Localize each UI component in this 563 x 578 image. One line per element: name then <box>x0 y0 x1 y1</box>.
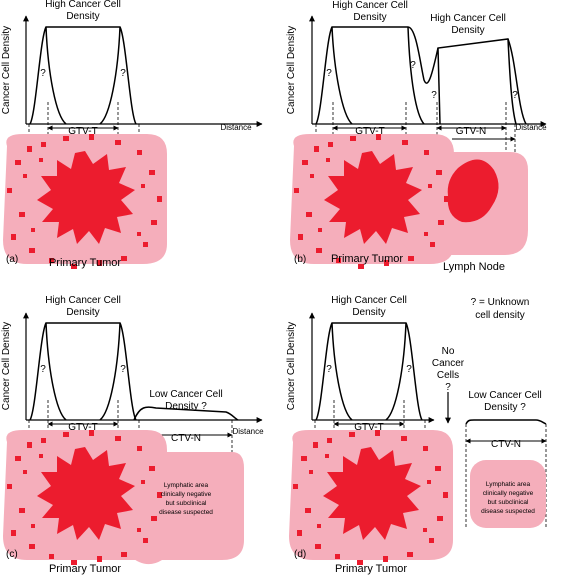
low-density-curve <box>133 406 239 421</box>
distance-label: Distance <box>220 123 252 132</box>
high-density-label: Density <box>451 25 484 36</box>
y-axis-label: Cancer Cell Density <box>286 322 297 410</box>
lymph-node-label: Lymph Node <box>443 261 505 273</box>
panel-letter: (b) <box>294 254 306 265</box>
panel-letter: (a) <box>6 254 18 265</box>
unknown-legend: ? = Unknown <box>471 297 530 308</box>
high-density-label: High Cancer Cell <box>332 0 408 11</box>
high-density-label: Density <box>66 11 99 22</box>
density-curve-outer <box>315 322 423 421</box>
panel-d: Cancer Cell Density??High Cancer CellDen… <box>286 295 547 575</box>
panel-letter: (c) <box>6 549 18 560</box>
primary-tumor-label: Primary Tumor <box>49 563 121 575</box>
density-curve-outer <box>315 26 527 125</box>
unknown-density-mark: ? <box>410 60 416 71</box>
no-cancer-label: No <box>442 346 455 357</box>
high-density-label: Density <box>352 307 385 318</box>
high-density-label: High Cancer Cell <box>45 295 121 306</box>
gtv-t-label: GTV-T <box>354 422 383 433</box>
primary-tumor-label: Primary Tumor <box>49 257 121 269</box>
lymphatic-note: disease suspected <box>481 508 535 515</box>
primary-tumor-label: Primary Tumor <box>335 563 407 575</box>
high-density-label: High Cancer Cell <box>430 13 506 24</box>
panel-a: Cancer Cell Density?? High Cancer CellDen… <box>1 0 263 269</box>
lymphatic-note: Lymphatic area <box>486 481 531 488</box>
gtv-t-label: GTV-T <box>355 126 384 137</box>
unknown-density-mark: ? <box>120 364 126 375</box>
high-density-label: Density <box>353 12 386 23</box>
density-curve-inner <box>331 26 425 125</box>
panel-c: Cancer Cell Density??High Cancer CellDen… <box>1 295 264 575</box>
lymphatic-note: clinically negative <box>483 490 534 497</box>
unknown-density-mark: ? <box>406 364 412 375</box>
gtv-t-label: GTV-T <box>68 422 97 433</box>
ctv-n-label: CTV-N <box>171 433 201 444</box>
density-curve-node <box>437 38 517 125</box>
y-axis-label: Cancer Cell Density <box>1 322 12 410</box>
low-density-label: Low Cancer Cell <box>149 389 222 400</box>
lymphatic-region <box>130 452 244 565</box>
lymphatic-note: clinically negative <box>161 491 212 498</box>
low-density-label: Density ? <box>484 402 526 413</box>
density-curve-outer <box>29 322 137 421</box>
panel-letter: (d) <box>294 549 306 560</box>
low-density-label: Low Cancer Cell <box>468 390 541 401</box>
unknown-density-mark: ? <box>512 90 518 101</box>
low-density-label: Density ? <box>165 401 207 412</box>
lymph-node-gross <box>447 159 499 223</box>
high-density-label: High Cancer Cell <box>331 295 407 306</box>
lymphatic-note: but subclinical <box>166 500 207 507</box>
y-axis-label: Cancer Cell Density <box>1 26 12 114</box>
no-cancer-label: Cells <box>437 370 459 381</box>
ctv-n-label: CTV-N <box>491 439 521 450</box>
no-cancer-label: ? <box>445 382 451 393</box>
panel-b: Cancer Cell Density????High Cancer CellD… <box>286 0 547 273</box>
unknown-legend: cell density <box>475 310 524 321</box>
lymphatic-note: but subclinical <box>488 499 529 506</box>
unknown-density-mark: ? <box>40 68 46 79</box>
distance-label: Distance <box>515 123 547 132</box>
y-axis-label: Cancer Cell Density <box>286 26 297 114</box>
gtv-t-label: GTV-T <box>68 126 97 137</box>
gtv-n-label: GTV-N <box>456 126 487 137</box>
lymphatic-note: Lymphatic area <box>164 482 209 489</box>
distance-label: Distance <box>232 427 264 436</box>
no-cancer-label: Cancer <box>432 358 465 369</box>
density-curve-inner <box>331 322 407 421</box>
density-curve-inner <box>45 322 121 421</box>
unknown-density-mark: ? <box>431 90 437 101</box>
unknown-density-mark: ? <box>40 364 46 375</box>
primary-tumor-label: Primary Tumor <box>331 253 403 265</box>
high-density-label: Density <box>66 307 99 318</box>
low-density-curve <box>465 419 547 425</box>
high-density-label: High Cancer Cell <box>45 0 121 10</box>
unknown-density-mark: ? <box>326 68 332 79</box>
unknown-density-mark: ? <box>120 68 126 79</box>
lymphatic-region <box>470 460 546 528</box>
lymphatic-note: disease suspected <box>159 509 213 516</box>
unknown-density-mark: ? <box>326 364 332 375</box>
density-curve-inner <box>45 26 121 125</box>
density-curve-outer <box>29 26 137 125</box>
